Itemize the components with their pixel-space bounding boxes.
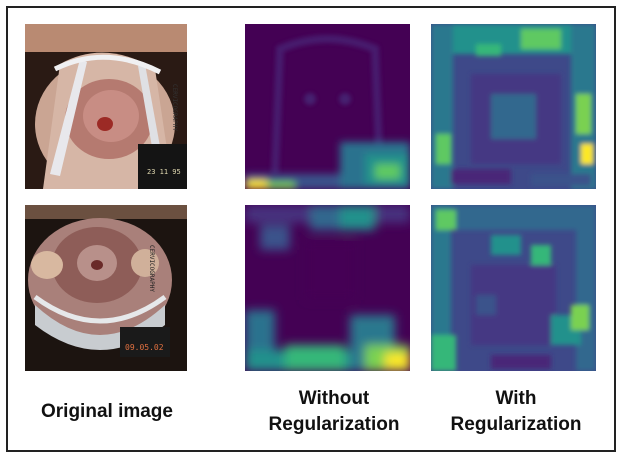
svg-text:CERVICOGRAPHY: CERVICOGRAPHY: [148, 245, 155, 292]
svg-text:23 11 95: 23 11 95: [147, 168, 181, 176]
attention-map-with-reg-2: [431, 205, 596, 371]
original-image-1: 23 11 95 CERVICOGRAPHY: [25, 24, 187, 189]
attention-map-with-reg-1: [431, 24, 596, 189]
svg-text:09.05.02: 09.05.02: [125, 343, 164, 352]
svg-text:CERVICOGRAPHY: CERVICOGRAPHY: [171, 84, 178, 131]
with-regularization-label: With Regularization: [418, 386, 614, 438]
attention-map-without-reg-2: [245, 205, 410, 371]
original-image-label-line: Original image: [41, 401, 173, 422]
with-label-line-2: Regularization: [450, 414, 582, 435]
original-image-label: Original image: [18, 399, 196, 425]
without-label-line-1: Without: [298, 388, 370, 409]
without-regularization-label: Without Regularization: [234, 386, 434, 438]
without-label-line-2: Regularization: [268, 414, 400, 435]
attention-map-without-reg-1: [245, 24, 410, 189]
original-image-2: 09.05.02 CERVICOGRAPHY: [25, 205, 187, 371]
with-label-line-1: With: [495, 388, 537, 409]
